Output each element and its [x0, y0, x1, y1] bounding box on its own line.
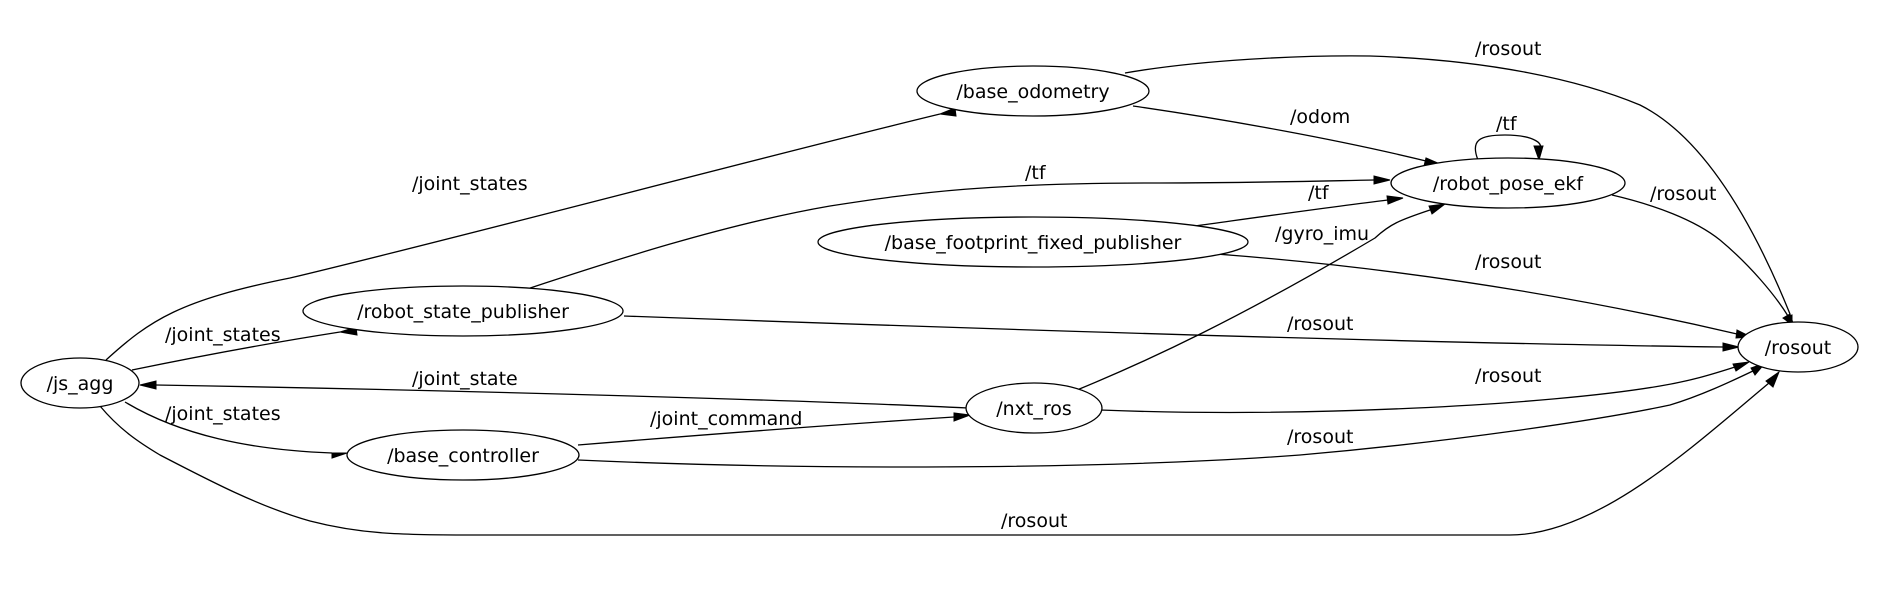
- edge-js-agg-to-rosout: /rosout: [99, 370, 1781, 536]
- edge-label-tf: /tf: [1496, 113, 1518, 135]
- edge-label-rosout: /rosout: [1475, 365, 1541, 387]
- edge-label-rosout: /rosout: [1650, 183, 1716, 205]
- edge-robot-state-publisher-to-robot-pose-ekf: /tf: [523, 162, 1391, 291]
- edge-label-gyro-imu: /gyro_imu: [1275, 223, 1369, 245]
- node-js-agg[interactable]: /js_agg: [20, 357, 140, 409]
- edge-label-rosout: /rosout: [1001, 510, 1067, 532]
- edge-label-rosout: /rosout: [1287, 426, 1353, 448]
- edge-base-controller-to-nxt-ros: /joint_command: [577, 408, 971, 446]
- edge-nxt-ros-to-robot-pose-ekf: /gyro_imu: [1076, 203, 1447, 391]
- edge-label-joint-state: /joint_state: [412, 368, 518, 390]
- edge-label-odom: /odom: [1290, 106, 1350, 128]
- edge-js-agg-to-robot-state-publisher: /joint_states: [131, 324, 358, 371]
- edge-label-joint-command: /joint_command: [650, 408, 802, 430]
- edge-base-footprint-fixed-publisher-to-robot-pose-ekf: /tf: [1194, 182, 1404, 227]
- node-base-footprint-fixed-publisher[interactable]: /base_footprint_fixed_publisher: [817, 216, 1249, 268]
- node-nxt-ros[interactable]: /nxt_ros: [965, 382, 1103, 434]
- edge-js-agg-to-base-odometry: /joint_states: [105, 107, 957, 361]
- node-base-odometry[interactable]: /base_odometry: [916, 65, 1150, 117]
- node-robot-state-publisher[interactable]: /robot_state_publisher: [302, 285, 624, 337]
- edge-label-joint-states: /joint_states: [165, 324, 281, 346]
- edge-robot-state-publisher-to-rosout: /rosout: [623, 313, 1740, 352]
- edge-nxt-ros-to-js-agg: /joint_state: [139, 368, 969, 409]
- edge-nxt-ros-to-rosout: /rosout: [1099, 361, 1750, 414]
- node-label: /base_controller: [387, 445, 539, 467]
- edge-label-joint-states: /joint_states: [412, 173, 528, 195]
- edge-js-agg-to-base-controller: /joint_states: [124, 401, 348, 459]
- node-label: /robot_state_publisher: [357, 301, 569, 323]
- node-rosout[interactable]: /rosout: [1737, 321, 1859, 373]
- edge-label-rosout: /rosout: [1475, 251, 1541, 273]
- edge-robot-pose-ekf-self-loop: /tf: [1474, 113, 1544, 162]
- node-label: /robot_pose_ekf: [1433, 173, 1585, 195]
- edge-label-tf: /tf: [1025, 162, 1047, 184]
- node-label: /nxt_ros: [996, 398, 1072, 420]
- node-label: /base_odometry: [956, 81, 1109, 103]
- node-label: /js_agg: [47, 373, 114, 395]
- edge-label-joint-states: /joint_states: [165, 403, 281, 425]
- node-base-controller[interactable]: /base_controller: [346, 429, 580, 481]
- edge-label-tf: /tf: [1308, 182, 1330, 204]
- node-robot-pose-ekf[interactable]: /robot_pose_ekf: [1390, 157, 1626, 209]
- edge-base-odometry-to-robot-pose-ekf: /odom: [1132, 105, 1442, 167]
- node-label: /rosout: [1765, 337, 1831, 359]
- edge-label-rosout: /rosout: [1287, 313, 1353, 335]
- node-label: /base_footprint_fixed_publisher: [885, 232, 1182, 254]
- edge-robot-pose-ekf-to-rosout: /rosout: [1611, 183, 1795, 328]
- edge-label-rosout: /rosout: [1475, 38, 1541, 60]
